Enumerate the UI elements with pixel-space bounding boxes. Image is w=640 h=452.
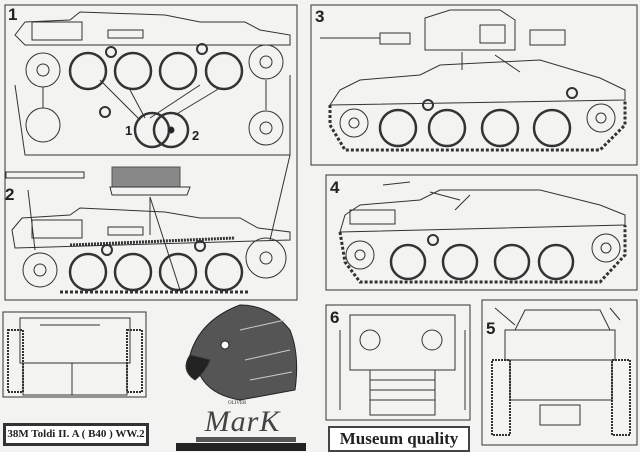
panel-1-hull	[14, 11, 291, 156]
panel-3-tank	[320, 9, 627, 152]
brand-footer-bar	[176, 443, 306, 451]
panel-1-2-frame	[4, 4, 298, 301]
panel-number-2: 2	[5, 185, 14, 204]
panel-1-wheels	[25, 43, 284, 149]
kit-title: 38M Toldi II. A ( B40 ) WW.2	[3, 423, 149, 446]
tagline: Museum quality	[328, 426, 470, 452]
eagle-logo	[185, 304, 298, 401]
panel-5-front-view	[491, 307, 631, 436]
photo-etch-parts	[5, 166, 191, 196]
panel-5-frame	[481, 299, 638, 446]
rear-view-drawing	[7, 317, 143, 396]
panel-4-frame	[325, 174, 638, 291]
brand-oliver: OLIVER	[228, 401, 247, 406]
callout-wheel-2: 2	[192, 128, 199, 143]
panel-2-hull	[11, 154, 291, 294]
panel-number-6: 6	[330, 308, 339, 327]
brand-bar	[196, 437, 296, 442]
panel-4-tank	[338, 181, 627, 284]
panel-6-frame	[325, 304, 471, 421]
callout-wheel-1: 1	[125, 123, 132, 138]
rear-view-frame	[2, 311, 147, 398]
panel-6-rear-plate	[339, 314, 466, 416]
panel-number-5: 5	[486, 319, 495, 338]
brand-logo-text: MarK	[204, 405, 281, 438]
panel-number-4: 4	[330, 178, 340, 197]
panel-number-3: 3	[315, 7, 324, 26]
panel-3-frame	[310, 4, 638, 166]
panel-number-1: 1	[8, 5, 17, 24]
